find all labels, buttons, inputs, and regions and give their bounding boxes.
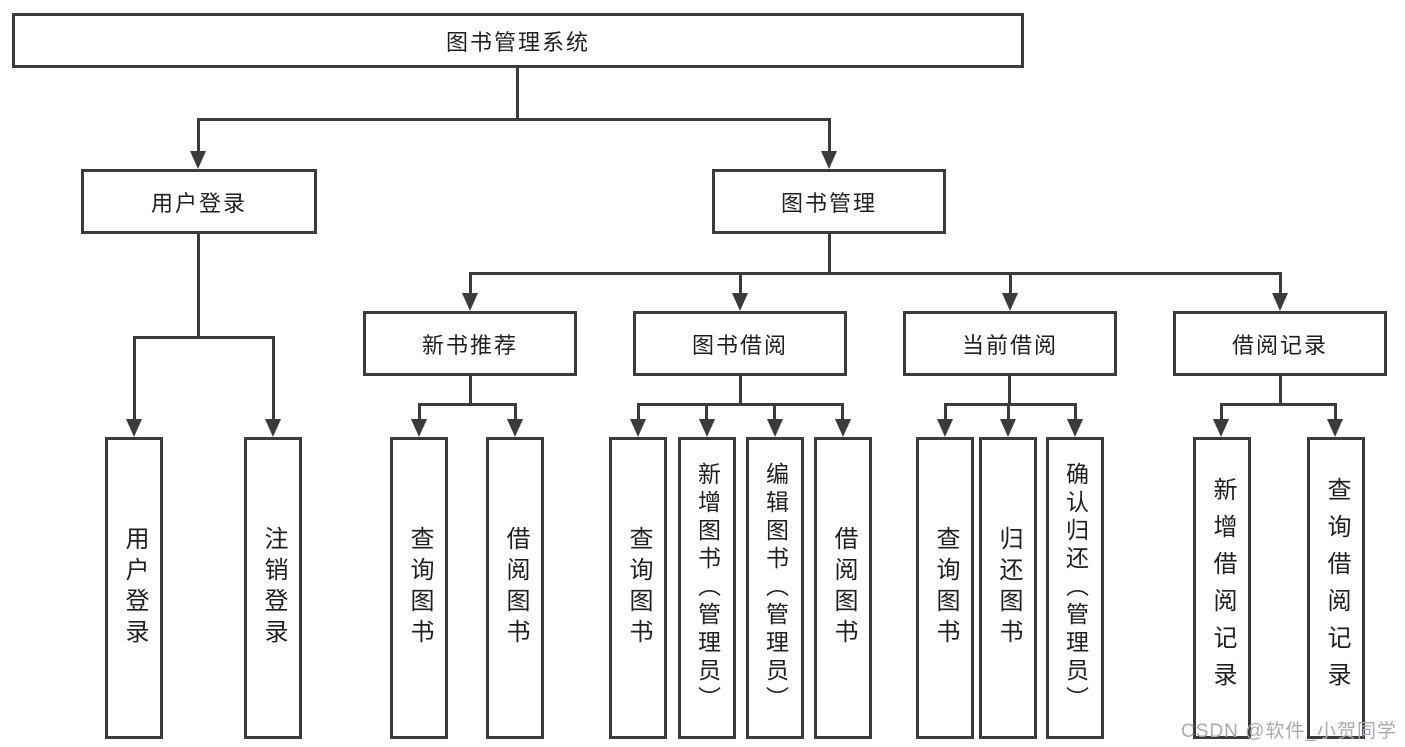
node-book-management: 图书管理 — [712, 169, 946, 234]
arrow-down-icon — [462, 293, 478, 311]
arrow-down-icon — [732, 293, 748, 311]
arrow-down-icon — [190, 151, 206, 169]
leaf-cb-confirm-return-admin-label: 确认归还（管理员） — [1062, 462, 1089, 714]
leaf-nb-query-books: 查询图书 — [390, 437, 448, 739]
arrow-down-icon — [507, 419, 523, 437]
connector-new-books-rail — [418, 403, 517, 406]
connector-borrow-trunk — [739, 376, 742, 403]
arrow-down-icon — [411, 419, 427, 437]
leaf-bb-borrow-books: 借阅图书 — [814, 437, 872, 739]
leaf-rec-query-record: 查询借阅记录 — [1307, 437, 1365, 739]
arrow-down-icon — [767, 419, 783, 437]
leaf-user-login: 用户登录 — [105, 437, 163, 739]
node-user-login-label: 用户登录 — [150, 190, 247, 216]
leaf-rec-query-record-label: 查询借阅记录 — [1323, 477, 1350, 699]
connector-stub — [1074, 403, 1077, 419]
connector-stub — [1334, 403, 1337, 419]
connector-stub — [739, 272, 742, 293]
leaf-nb-borrow-books-label: 借阅图书 — [502, 526, 529, 650]
arrow-down-icon — [630, 419, 646, 437]
connector-stub — [133, 336, 136, 419]
leaf-logout-label: 注销登录 — [260, 526, 287, 650]
connector-user-login-trunk — [197, 234, 200, 336]
connector-stub — [705, 403, 708, 419]
arrow-down-icon — [835, 419, 851, 437]
leaf-cb-return-books-label: 归还图书 — [995, 526, 1022, 650]
node-new-book-recommend-label: 新书推荐 — [421, 332, 518, 358]
connector-stub — [1007, 403, 1010, 419]
leaf-user-login-label: 用户登录 — [121, 526, 148, 650]
leaf-bb-edit-books-admin: 编辑图书（管理员） — [746, 437, 804, 739]
arrow-down-icon — [937, 419, 953, 437]
connector-stub — [841, 403, 844, 419]
leaf-nb-borrow-books: 借阅图书 — [486, 437, 544, 739]
connector-root-rail — [197, 118, 831, 121]
connector-records-rail — [1220, 403, 1337, 406]
connector-book-mgmt-trunk — [828, 234, 831, 272]
arrow-down-icon — [1067, 419, 1083, 437]
connector-stub — [1220, 403, 1223, 419]
connector-new-books-trunk — [469, 376, 472, 403]
connector-root-trunk — [516, 68, 519, 118]
node-borrow-records: 借阅记录 — [1173, 311, 1387, 376]
leaf-bb-add-books-admin-label: 新增图书（管理员） — [694, 462, 721, 714]
connector-stub — [1279, 272, 1282, 293]
arrow-down-icon — [265, 419, 281, 437]
arrow-down-icon — [1000, 419, 1016, 437]
node-current-borrow-label: 当前借阅 — [961, 332, 1058, 358]
node-book-management-label: 图书管理 — [780, 190, 877, 216]
node-library-system: 图书管理系统 — [12, 13, 1024, 68]
connector-book-mgmt-rail — [469, 272, 1282, 275]
node-library-system-label: 图书管理系统 — [445, 29, 590, 55]
arrow-down-icon — [1002, 293, 1018, 311]
leaf-bb-edit-books-admin-label: 编辑图书（管理员） — [762, 462, 789, 714]
leaf-bb-borrow-books-label: 借阅图书 — [830, 526, 857, 650]
leaf-cb-query-books: 查询图书 — [916, 437, 974, 739]
leaf-nb-query-books-label: 查询图书 — [406, 526, 433, 650]
leaf-bb-query-books: 查询图书 — [609, 437, 667, 739]
leaf-rec-add-record: 新增借阅记录 — [1193, 437, 1251, 739]
connector-records-trunk — [1279, 376, 1282, 403]
arrow-down-icon — [1327, 419, 1343, 437]
csdn-watermark: CSDN @软件_小贺同学 — [1181, 721, 1397, 742]
arrow-down-icon — [699, 419, 715, 437]
connector-stub — [1009, 272, 1012, 293]
arrow-down-icon — [126, 419, 142, 437]
connector-stub — [828, 118, 831, 151]
node-current-borrow: 当前借阅 — [903, 311, 1117, 376]
connector-current-rail — [944, 403, 1076, 406]
leaf-logout: 注销登录 — [244, 437, 302, 739]
connector-borrow-rail — [637, 403, 844, 406]
leaf-bb-query-books-label: 查询图书 — [625, 526, 652, 650]
connector-current-trunk — [1008, 376, 1011, 403]
leaf-cb-query-books-label: 查询图书 — [932, 526, 959, 650]
leaf-bb-add-books-admin: 新增图书（管理员） — [678, 437, 736, 739]
connector-user-login-rail — [133, 336, 275, 339]
connector-stub — [418, 403, 421, 419]
node-user-login: 用户登录 — [81, 169, 317, 234]
node-book-borrow: 图书借阅 — [633, 311, 847, 376]
leaf-cb-confirm-return-admin: 确认归还（管理员） — [1046, 437, 1104, 739]
connector-stub — [514, 403, 517, 419]
connector-stub — [197, 118, 200, 151]
connector-stub — [272, 336, 275, 419]
arrow-down-icon — [821, 151, 837, 169]
arrow-down-icon — [1272, 293, 1288, 311]
arrow-down-icon — [1213, 419, 1229, 437]
connector-stub — [773, 403, 776, 419]
leaf-rec-add-record-label: 新增借阅记录 — [1209, 477, 1236, 699]
connector-stub — [637, 403, 640, 419]
connector-stub — [469, 272, 472, 293]
node-borrow-records-label: 借阅记录 — [1231, 332, 1328, 358]
leaf-cb-return-books: 归还图书 — [979, 437, 1037, 739]
connector-stub — [944, 403, 947, 419]
node-new-book-recommend: 新书推荐 — [363, 311, 577, 376]
node-book-borrow-label: 图书借阅 — [691, 332, 788, 358]
